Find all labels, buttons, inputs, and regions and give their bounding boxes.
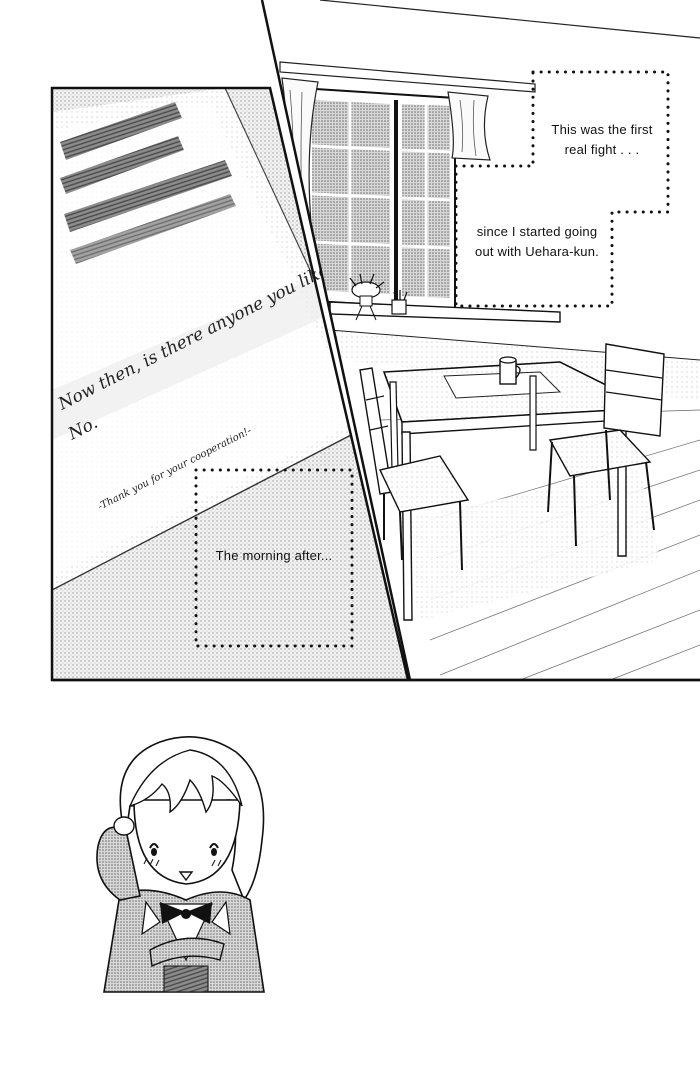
window-panes (311, 100, 451, 300)
caption-line: real fight . . . (564, 142, 640, 157)
caption-morning-after: The morning after... (198, 546, 350, 566)
caption-borders (194, 70, 670, 648)
caption-line: since I started going (476, 224, 598, 239)
caption-first-fight: This was the first real fight . . . (540, 120, 664, 160)
chair-right (547, 343, 665, 547)
potted-plant (349, 273, 385, 321)
caption-line: This was the first (551, 122, 653, 137)
caption-line: out with Uehara-kun. (475, 244, 599, 259)
chair-left (359, 367, 470, 571)
small-plant (391, 290, 408, 315)
chibi-girl-illustration (96, 736, 265, 993)
caption-line: The morning after... (215, 548, 333, 563)
caption-since: since I started going out with Uehara-ku… (468, 222, 606, 262)
